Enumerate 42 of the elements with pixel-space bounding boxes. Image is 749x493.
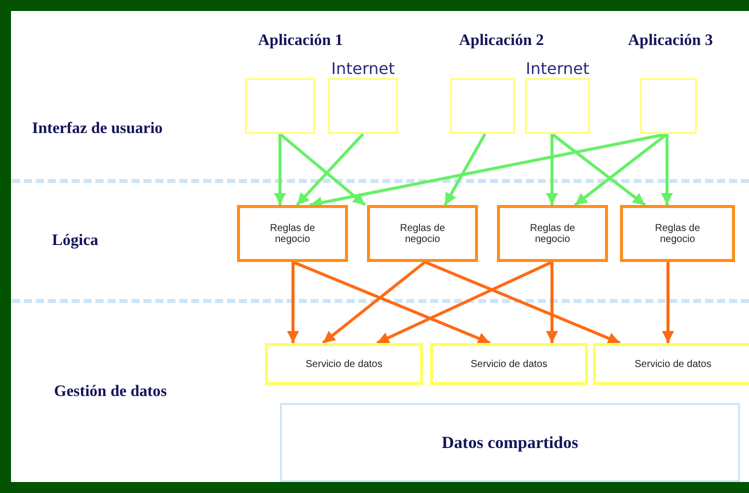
arrow (444, 133, 486, 206)
box-label: Reglas de negocio (654, 222, 702, 244)
arrow (279, 132, 366, 206)
layer-label: Interfaz de usuario (32, 120, 163, 138)
box-label: Datos compartidos (442, 432, 578, 452)
data-store-box (280, 403, 740, 482)
layer-label: Gestión de datos (54, 383, 167, 401)
arrow (424, 260, 621, 344)
box-label: Reglas de negocio (528, 222, 576, 244)
box-label: Reglas de negocio (398, 222, 446, 244)
interface-box (245, 78, 315, 134)
arrow (287, 262, 299, 343)
box-label: Servicio de datos (306, 358, 382, 370)
service-box (593, 343, 749, 385)
arrow (296, 132, 364, 206)
arrow (661, 134, 673, 205)
platform-label: Internet (526, 59, 590, 78)
box-label: Servicio de datos (634, 358, 712, 370)
arrow (546, 262, 558, 343)
arrow (376, 260, 553, 344)
application-heading: Aplicación 3 (628, 32, 713, 50)
arrow (292, 260, 491, 344)
application-heading: Aplicación 1 (258, 32, 343, 50)
box-label: Reglas de negocio (268, 222, 316, 244)
layer-label: Lógica (52, 232, 98, 250)
service-box (265, 343, 423, 385)
arrow (551, 132, 646, 206)
logic-box (237, 205, 348, 262)
arrow (662, 262, 674, 343)
application-heading: Aplicación 2 (459, 32, 544, 50)
arrow (322, 260, 426, 344)
interface-box (450, 78, 515, 134)
arrow (546, 134, 558, 205)
logic-box (367, 205, 478, 262)
arrow (574, 132, 668, 206)
arrow (274, 134, 286, 205)
interface-box (640, 78, 697, 134)
logic-box (497, 205, 608, 262)
logic-box (620, 205, 735, 262)
platform-label: Internet (331, 59, 395, 78)
service-box (430, 343, 588, 385)
box-label: Servicio de datos (470, 358, 548, 370)
